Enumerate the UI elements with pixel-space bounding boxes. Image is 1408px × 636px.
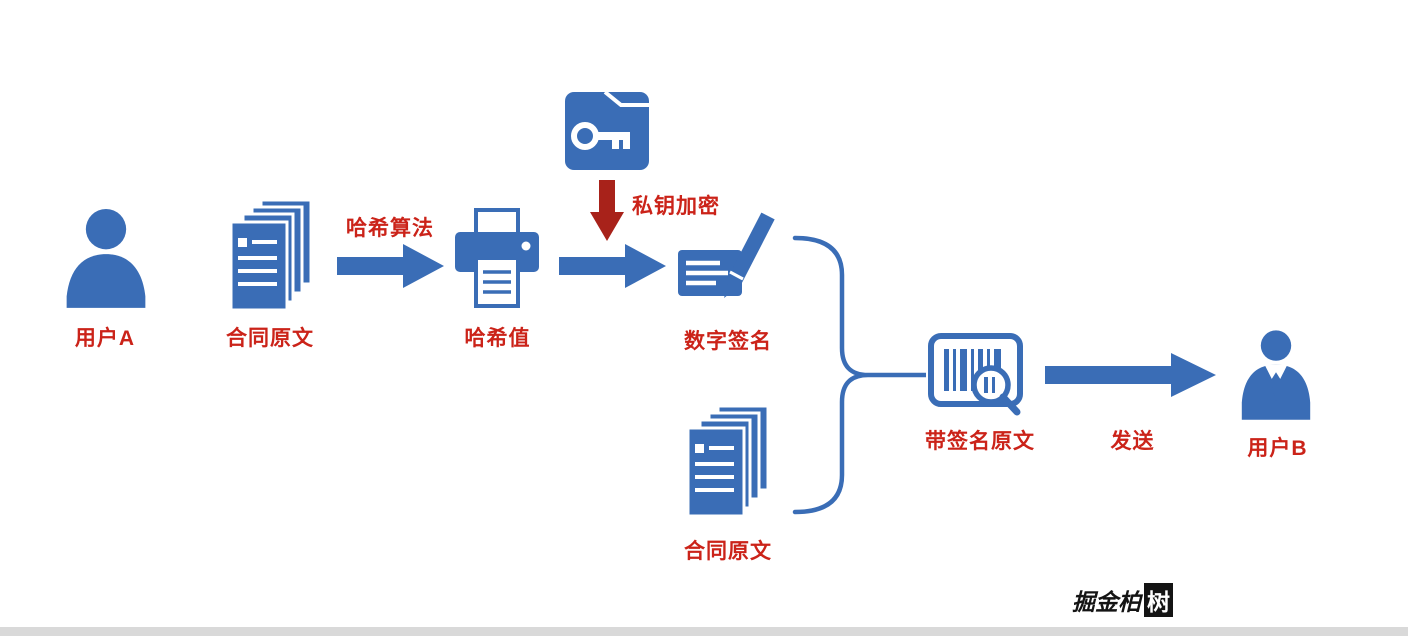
- red-down-arrow-icon: [590, 180, 624, 242]
- watermark: 掘金柏 树: [1072, 583, 1173, 617]
- hash-value-icon: [452, 208, 542, 312]
- watermark-text: 掘金柏: [1072, 589, 1141, 615]
- arrow-to-signature: [558, 243, 668, 289]
- contract-original-2-icon: [682, 406, 774, 518]
- signed-original-icon: [928, 333, 1023, 418]
- bottom-strip: [0, 627, 1408, 636]
- contract-original-1-icon: [225, 200, 317, 312]
- contract-original-1-label: 合同原文: [226, 327, 314, 350]
- curly-brace: [790, 230, 930, 520]
- digital-signature-label: 数字签名: [684, 330, 772, 353]
- user-a-label: 用户A: [74, 327, 136, 350]
- hash-algorithm-label: 哈希算法: [346, 217, 434, 240]
- user-a-icon: [58, 203, 154, 311]
- contract-original-2-label: 合同原文: [684, 540, 772, 563]
- watermark-highlight: 树: [1144, 583, 1173, 617]
- arrow-hash-algorithm: [337, 243, 445, 289]
- user-b-icon: [1238, 328, 1314, 424]
- digital-signature-icon: [678, 210, 778, 316]
- private-key-icon: [563, 84, 651, 172]
- arrow-send: [1045, 352, 1217, 398]
- send-label: 发送: [1110, 430, 1155, 453]
- private-key-encrypt-label: 私钥加密: [632, 195, 720, 218]
- signed-original-label: 带签名原文: [925, 430, 1035, 453]
- user-b-label: 用户B: [1247, 437, 1308, 460]
- hash-value-label: 哈希值: [464, 327, 531, 350]
